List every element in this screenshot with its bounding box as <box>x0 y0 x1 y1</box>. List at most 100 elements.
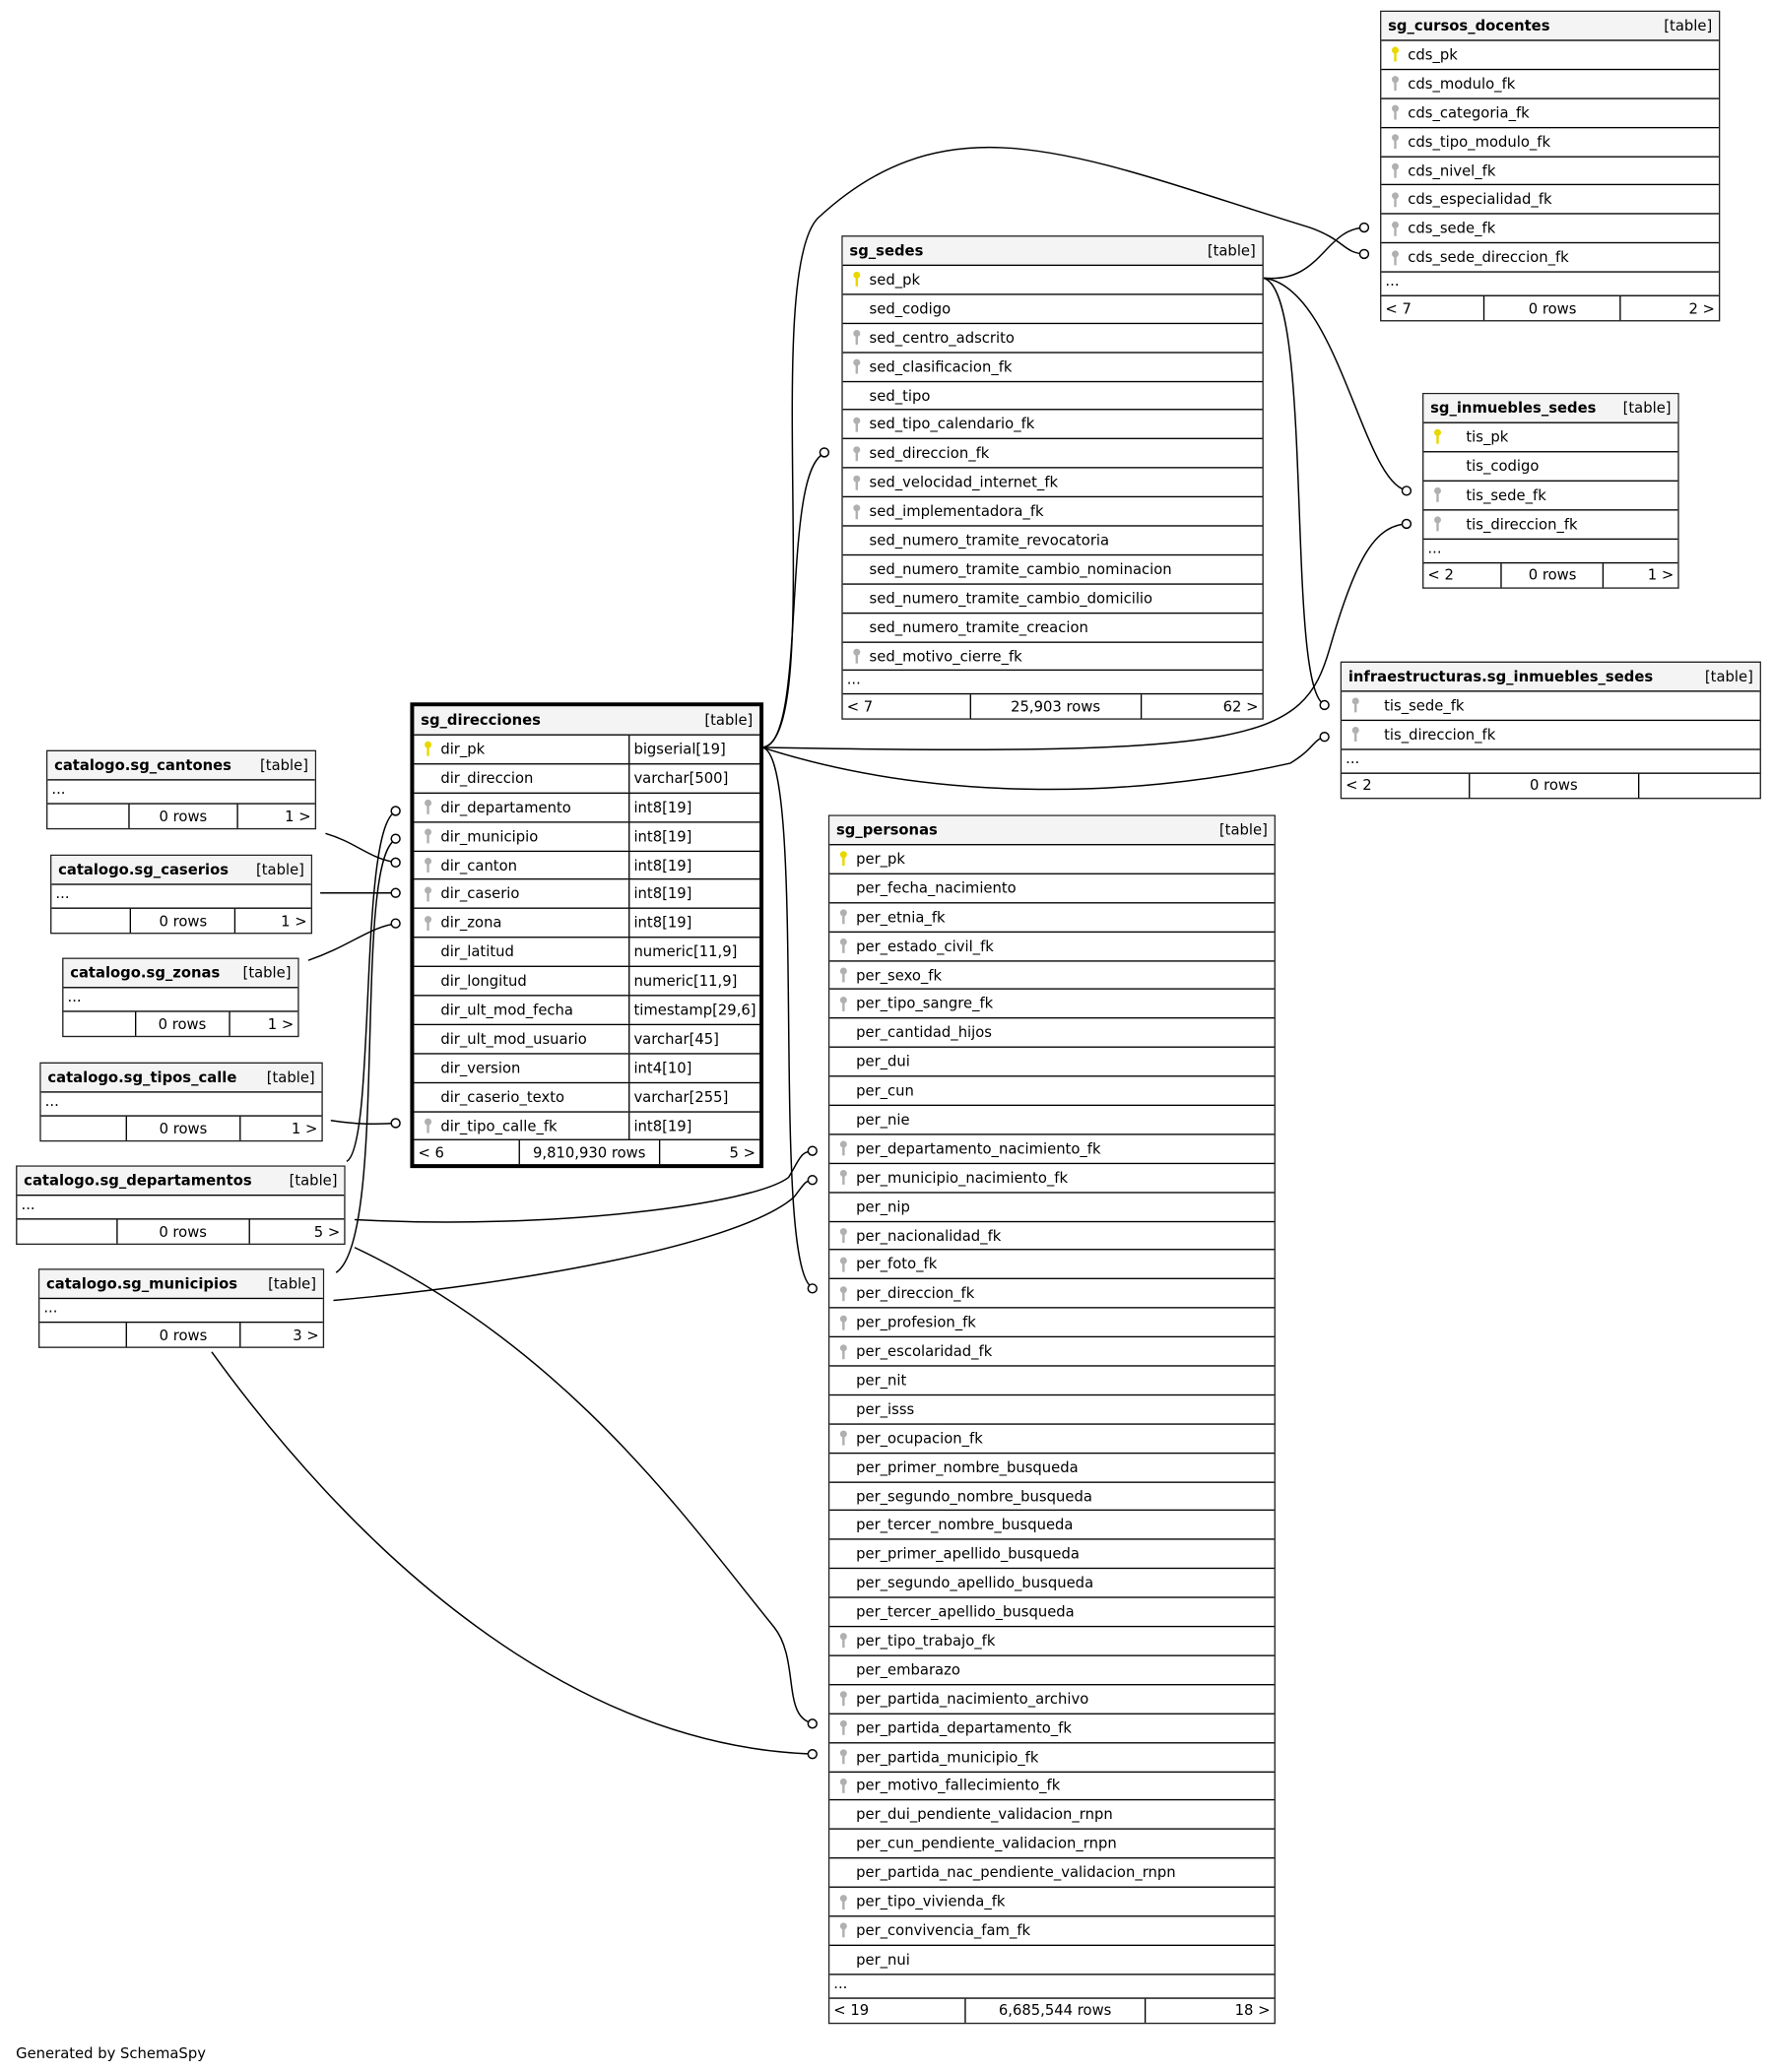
column-row[interactable]: sed_centro_adscrito <box>842 324 1263 354</box>
column-row[interactable]: per_fecha_nacimiento <box>829 874 1275 904</box>
column-row[interactable]: per_ocupacion_fk <box>829 1424 1275 1454</box>
parents-count[interactable]: < 2 <box>1342 773 1471 798</box>
column-row[interactable]: cds_especialidad_fk <box>1381 186 1719 216</box>
parents-count[interactable] <box>39 1323 127 1347</box>
children-count[interactable]: 62 > <box>1222 698 1259 716</box>
column-row[interactable]: per_embarazo <box>829 1656 1275 1686</box>
parents-count[interactable]: < 2 <box>1423 562 1502 587</box>
parents-count[interactable]: < 7 <box>1381 296 1485 321</box>
column-row[interactable]: tis_direccion_fk <box>1423 510 1678 540</box>
column-row[interactable]: tis_sede_fk <box>1342 692 1760 721</box>
column-row[interactable]: cds_pk <box>1381 41 1719 71</box>
children-count[interactable] <box>1639 774 1760 798</box>
column-row[interactable]: sed_tipo_calendario_fk <box>842 411 1263 440</box>
children-count[interactable]: 1 > <box>281 912 307 930</box>
column-row[interactable]: per_motivo_fallecimiento_fk <box>829 1772 1275 1801</box>
column-row[interactable]: sed_numero_tramite_cambio_nominacion <box>842 555 1263 585</box>
column-row[interactable]: per_nit <box>829 1367 1275 1396</box>
parents-count[interactable] <box>17 1219 118 1244</box>
column-row[interactable]: per_partida_departamento_fk <box>829 1715 1275 1743</box>
parents-count[interactable]: < 7 <box>843 694 971 720</box>
column-row[interactable]: per_escolaridad_fk <box>829 1337 1275 1367</box>
children-count[interactable]: 1 > <box>285 808 311 825</box>
column-row[interactable]: per_direccion_fk <box>829 1279 1275 1309</box>
column-row[interactable]: per_nacionalidad_fk <box>829 1222 1275 1252</box>
children-count[interactable]: 1 > <box>1647 566 1674 584</box>
column-row[interactable]: sed_implementadora_fk <box>842 497 1263 527</box>
column-row[interactable]: per_dui_pendiente_validacion_rnpn <box>829 1801 1275 1831</box>
column-row[interactable]: per_tipo_vivienda_fk <box>829 1888 1275 1917</box>
column-row[interactable]: per_nie <box>829 1106 1275 1135</box>
column-row[interactable]: sed_direccion_fk <box>842 439 1263 469</box>
column-row[interactable]: per_partida_nac_pendiente_validacion_rnp… <box>829 1859 1275 1888</box>
column-row[interactable]: per_tipo_sangre_fk <box>829 990 1275 1019</box>
children-count[interactable]: 5 > <box>313 1222 341 1241</box>
parents-count[interactable]: < 19 <box>829 1998 966 2023</box>
column-row[interactable]: cds_categoria_fk <box>1381 98 1719 128</box>
column-row[interactable]: per_departamento_nacimiento_fk <box>829 1134 1275 1164</box>
table-catalogo-sg-departamentos[interactable]: catalogo.sg_departamentos[table]...0 row… <box>16 1165 346 1246</box>
column-row[interactable]: sed_numero_tramite_cambio_domicilio <box>842 584 1263 614</box>
column-row[interactable]: per_estado_civil_fk <box>829 933 1275 961</box>
column-row[interactable]: per_foto_fk <box>829 1251 1275 1280</box>
column-row[interactable]: cds_sede_direccion_fk <box>1381 243 1719 273</box>
column-row[interactable]: per_tercer_apellido_busqueda <box>829 1598 1275 1628</box>
column-row[interactable]: tis_codigo <box>1423 452 1678 482</box>
column-row[interactable]: sed_tipo <box>842 382 1263 412</box>
column-row[interactable]: per_convivencia_fam_fk <box>829 1916 1275 1946</box>
column-row[interactable]: per_partida_nacimiento_archivo <box>829 1685 1275 1715</box>
column-row[interactable]: cds_sede_fk <box>1381 215 1719 244</box>
column-row[interactable]: per_primer_nombre_busqueda <box>829 1454 1275 1483</box>
children-count[interactable]: 18 > <box>1234 2001 1271 2020</box>
column-row[interactable]: sed_pk <box>842 266 1263 295</box>
children-count[interactable]: 2 > <box>1688 299 1715 317</box>
column-row[interactable]: per_tipo_trabajo_fk <box>829 1627 1275 1656</box>
column-row[interactable]: per_segundo_nombre_busqueda <box>829 1482 1275 1512</box>
column-row[interactable]: sed_clasificacion_fk <box>842 353 1263 382</box>
column-row[interactable]: per_cantidad_hijos <box>829 1019 1275 1049</box>
children-count[interactable]: 3 > <box>293 1326 319 1344</box>
parents-count[interactable] <box>41 1116 128 1140</box>
column-row[interactable]: tis_sede_fk <box>1423 482 1678 511</box>
column-row[interactable]: tis_direccion_fk <box>1342 721 1760 750</box>
column-row[interactable]: per_sexo_fk <box>829 961 1275 991</box>
column-row[interactable]: cds_nivel_fk <box>1381 157 1719 186</box>
column-row[interactable]: per_segundo_apellido_busqueda <box>829 1570 1275 1598</box>
column-row[interactable]: per_etnia_fk <box>829 903 1275 933</box>
column-row[interactable]: tis_pk <box>1423 423 1678 453</box>
children-count[interactable]: 1 > <box>267 1014 295 1033</box>
column-row[interactable]: per_partida_municipio_fk <box>829 1743 1275 1773</box>
column-row[interactable]: cds_modulo_fk <box>1381 70 1719 99</box>
children-count[interactable]: 1 > <box>291 1120 318 1137</box>
column-row[interactable]: sed_codigo <box>842 294 1263 324</box>
column-row[interactable]: per_pk <box>829 845 1275 874</box>
column-row[interactable]: sed_velocidad_internet_fk <box>842 469 1263 498</box>
parents-count[interactable]: < 6 <box>414 1140 520 1165</box>
column-row[interactable]: per_profesion_fk <box>829 1309 1275 1338</box>
column-row[interactable]: per_municipio_nacimiento_fk <box>829 1164 1275 1194</box>
column-row[interactable]: per_isss <box>829 1395 1275 1425</box>
column-row[interactable]: per_primer_apellido_busqueda <box>829 1540 1275 1570</box>
column-row[interactable]: per_dui <box>829 1048 1275 1077</box>
column-row[interactable]: per_cun <box>829 1077 1275 1107</box>
